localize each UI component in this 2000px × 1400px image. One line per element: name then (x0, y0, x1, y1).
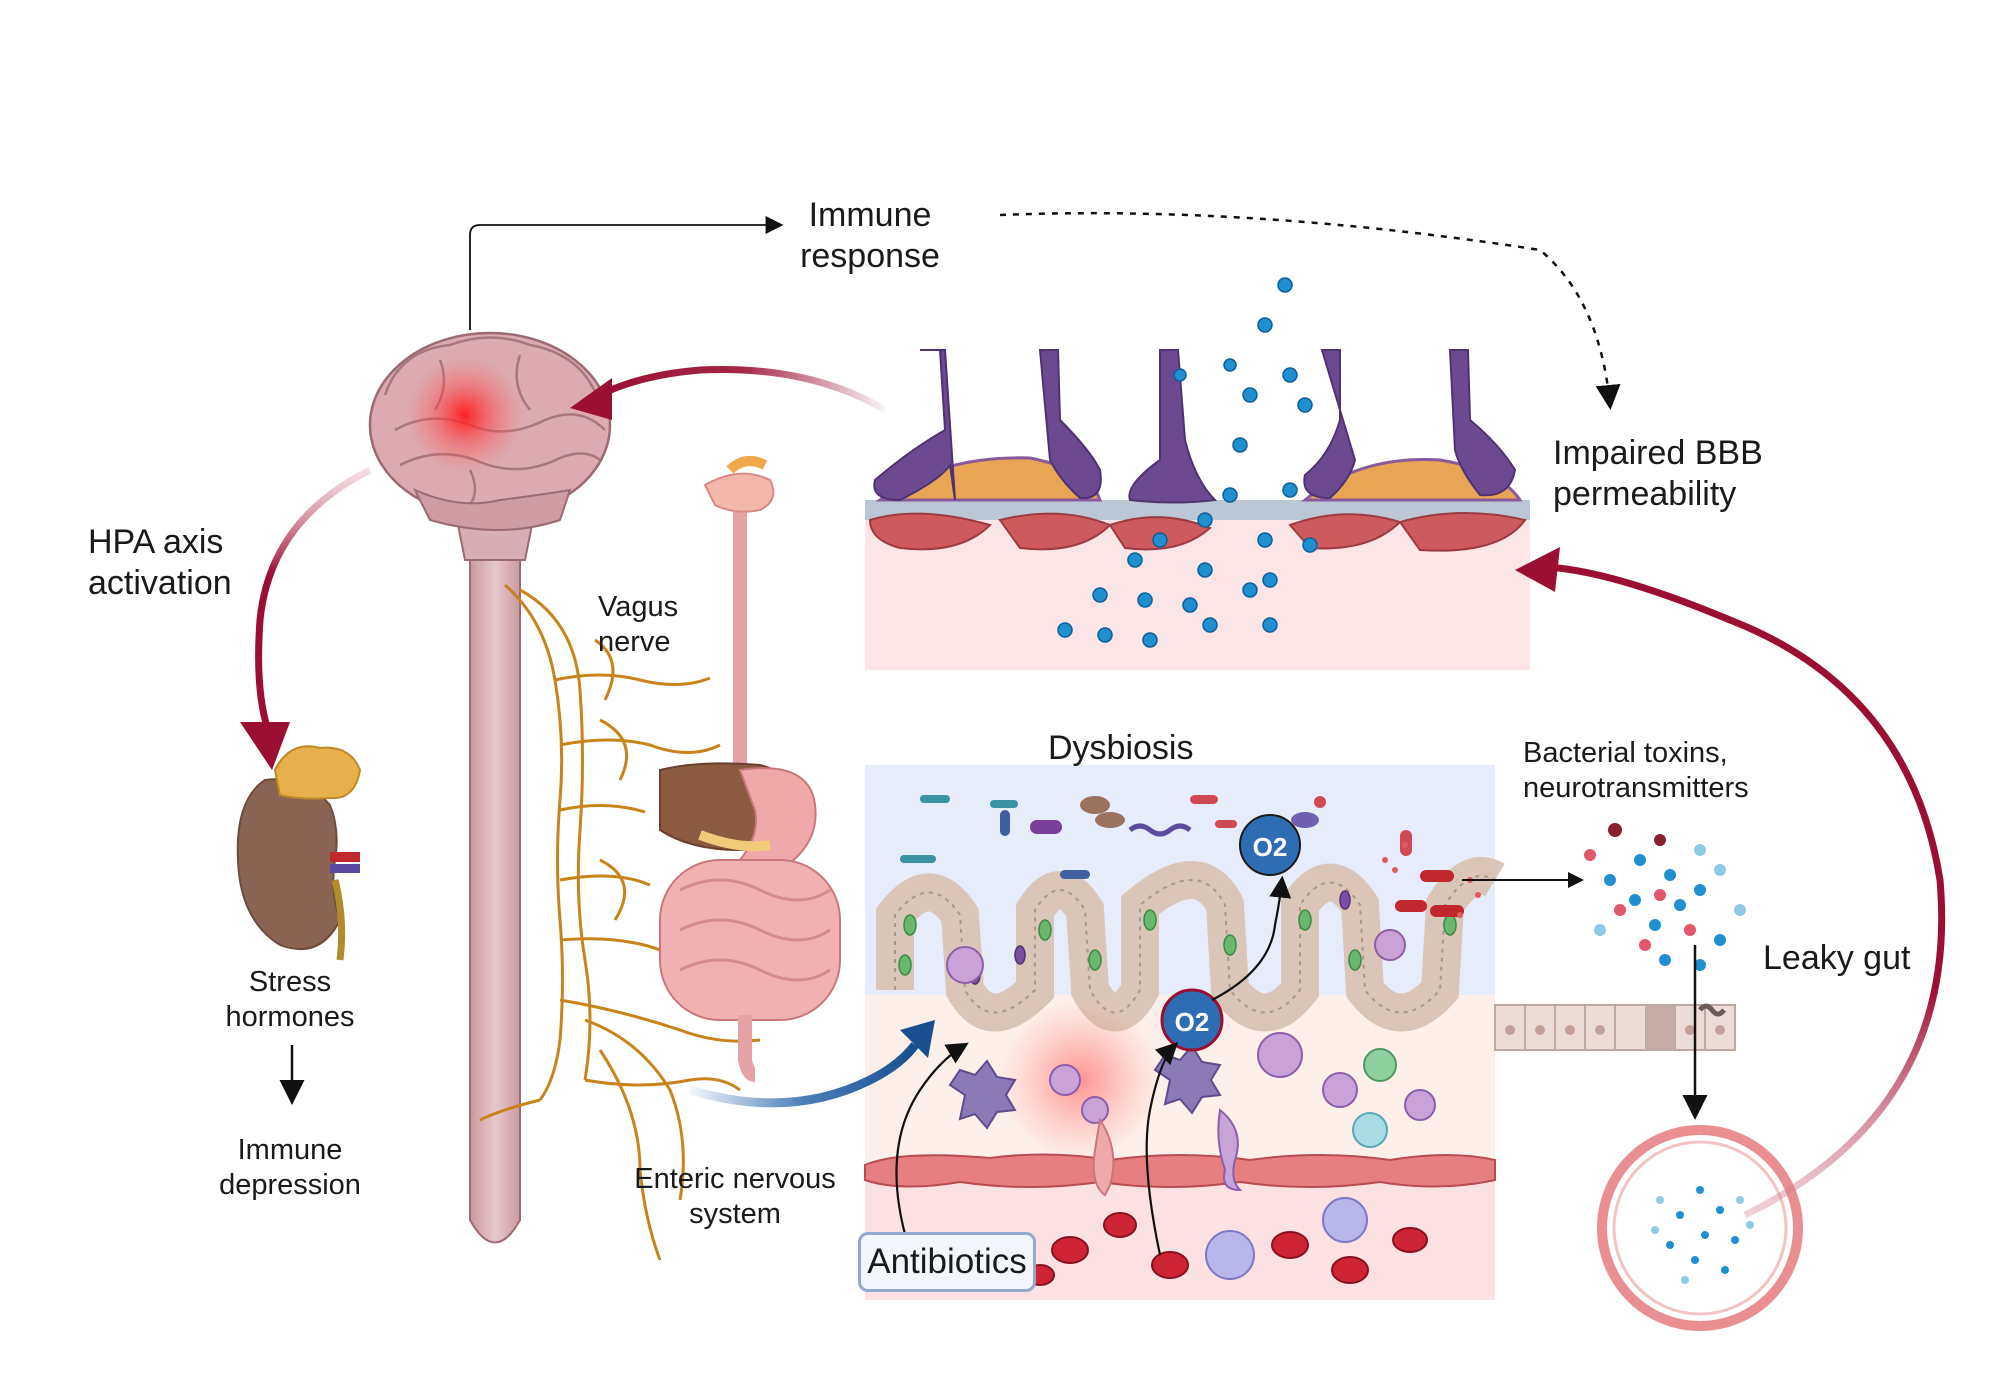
svg-text:O2: O2 (1253, 832, 1288, 862)
hpa-arrow (255, 466, 372, 732)
antibiotics-arrow-2 (1145, 1041, 1179, 1256)
bbb-to-brain-arrowhead (570, 378, 612, 420)
enteric-to-gut-arrow (688, 1042, 919, 1108)
spinal-cord-icon (453, 509, 537, 1244)
o2-badge-tissue: O2 (1160, 988, 1224, 1052)
o2-badge-lumen: O2 (1239, 814, 1301, 876)
dysbiosis-label: Dysbiosis (1048, 729, 1194, 767)
antibiotics-arrow-1 (895, 1042, 969, 1246)
digestive-tract-icon (659, 456, 841, 1082)
blood-vessel-cross-section-icon (1597, 1125, 1803, 1331)
immune-to-bbb-dashed-arrow (999, 211, 1621, 410)
brain-icon (368, 331, 612, 531)
vagus-nerve-icon (479, 583, 761, 1261)
hpa-arrowhead (240, 722, 290, 770)
bacterial-toxins-label: Bacterial toxins,neurotransmitters (1523, 737, 1749, 804)
svg-text:O2: O2 (1175, 1007, 1210, 1037)
antibiotics-label: Antibiotics (867, 1242, 1027, 1281)
o2-arrow (1211, 875, 1292, 1001)
bbb-to-brain-arrow (598, 366, 887, 414)
bbb-vessel-icon (865, 277, 1530, 670)
vessel-to-bbb-arrow (1544, 563, 1946, 1219)
bacteria-icon (900, 795, 1481, 918)
enteric-to-gut-arrowhead (900, 1020, 935, 1058)
kidney-adrenal-icon (236, 745, 362, 961)
vessel-to-bbb-arrowhead (1515, 547, 1560, 592)
antibiotics-box: Antibiotics (858, 1232, 1036, 1292)
brain-to-immune-arrow (469, 216, 784, 330)
leaky-gut-label: Leaky gut (1763, 939, 1911, 977)
leaky-gut-epithelium-icon (1494, 823, 1746, 1051)
